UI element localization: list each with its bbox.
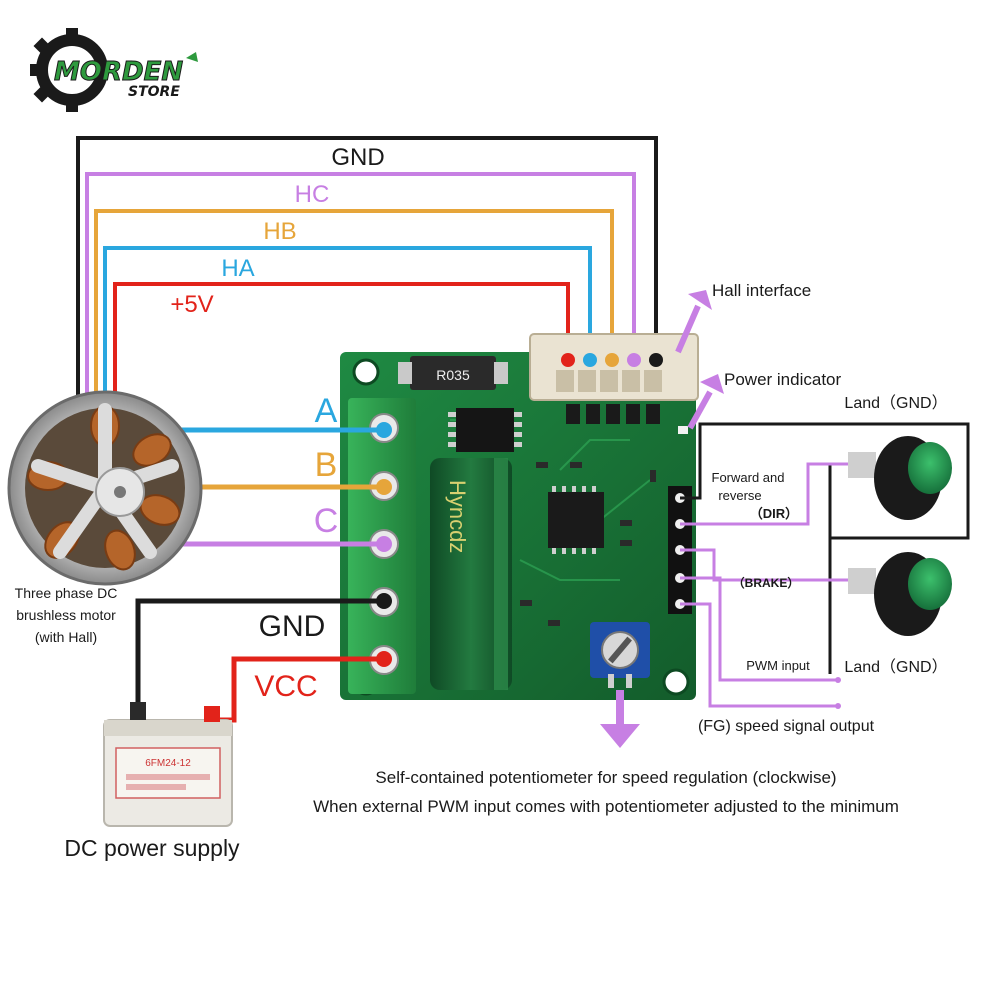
label-land-gnd-bottom: Land（GND） — [844, 658, 947, 676]
label-phase-a: A — [315, 392, 338, 430]
label-power-indicator: Power indicator — [724, 370, 842, 389]
wire-gnd — [76, 136, 658, 410]
label-power-gnd: GND — [259, 610, 326, 643]
hall-interface-arrow — [675, 290, 712, 354]
label-fg-output: (FG) speed signal output — [698, 718, 875, 735]
note-line-1: Self-contained potentiometer for speed r… — [375, 768, 836, 787]
potentiometer-arrow — [600, 690, 640, 748]
label-forward-reverse-1: Forward and — [712, 470, 785, 485]
sense-resistor: R035 — [398, 356, 508, 390]
bldc-motor — [7, 390, 203, 586]
motor-label-line3: (with Hall) — [35, 629, 97, 645]
button-wiring — [680, 422, 970, 708]
label-brake: （BRAKE） — [733, 575, 800, 590]
wire-hc — [85, 172, 636, 412]
brake-push-button[interactable] — [848, 552, 952, 636]
note-line-2: When external PWM input comes with poten… — [313, 797, 899, 816]
brand-subtitle: STORE — [128, 84, 180, 100]
battery-model: 6FM24-12 — [145, 758, 191, 769]
resistor-code: R035 — [436, 367, 470, 383]
hall-plugs — [561, 353, 663, 367]
label-phase-c: C — [314, 502, 339, 540]
brand-name: MORDEN — [54, 57, 183, 87]
wire-hb — [94, 209, 614, 414]
label-hb: HB — [263, 218, 296, 245]
mosfet-row — [566, 404, 660, 424]
mount-hole — [662, 668, 690, 696]
wire-ha — [103, 246, 592, 416]
battery: 6FM24-12 — [103, 702, 233, 827]
capacitor-label: Hyncdz — [445, 480, 470, 553]
label-5v: +5V — [170, 291, 213, 318]
power-indicator-arrow — [687, 374, 724, 430]
motor-label-line2: brushless motor — [16, 607, 116, 623]
recycle-arrow-icon — [186, 52, 198, 62]
power-led — [678, 426, 688, 434]
battery-negative-terminal[interactable] — [130, 702, 146, 720]
battery-positive-terminal[interactable] — [204, 706, 220, 722]
motor-label-line1: Three phase DC — [15, 585, 118, 601]
label-phase-b: B — [315, 446, 338, 484]
battery-caption: DC power supply — [64, 835, 240, 861]
label-power-vcc: VCC — [254, 670, 317, 703]
dir-push-button[interactable] — [848, 436, 952, 520]
driver-ic — [448, 408, 522, 452]
hall-wires — [76, 136, 658, 418]
gear-icon — [30, 28, 108, 112]
label-pwm-input: PWM input — [746, 658, 810, 673]
controller-board: R035 — [340, 333, 699, 700]
hall-connector — [529, 333, 699, 401]
electrolytic-capacitor: Hyncdz — [430, 458, 512, 690]
label-forward-reverse-2: reverse — [718, 488, 761, 503]
mount-hole — [352, 358, 380, 386]
phase-wires — [176, 427, 384, 547]
label-gnd-hall: GND — [331, 144, 384, 171]
microcontroller — [548, 486, 604, 554]
label-land-gnd-top: Land（GND） — [844, 394, 947, 412]
label-hc: HC — [295, 181, 330, 208]
label-dir: （DIR） — [750, 506, 798, 521]
potentiometer[interactable] — [590, 622, 650, 688]
label-ha: HA — [221, 255, 254, 282]
wire-5v — [113, 282, 570, 418]
label-hall-interface: Hall interface — [712, 281, 811, 300]
brand-logo: MORDEN STORE — [30, 28, 198, 112]
